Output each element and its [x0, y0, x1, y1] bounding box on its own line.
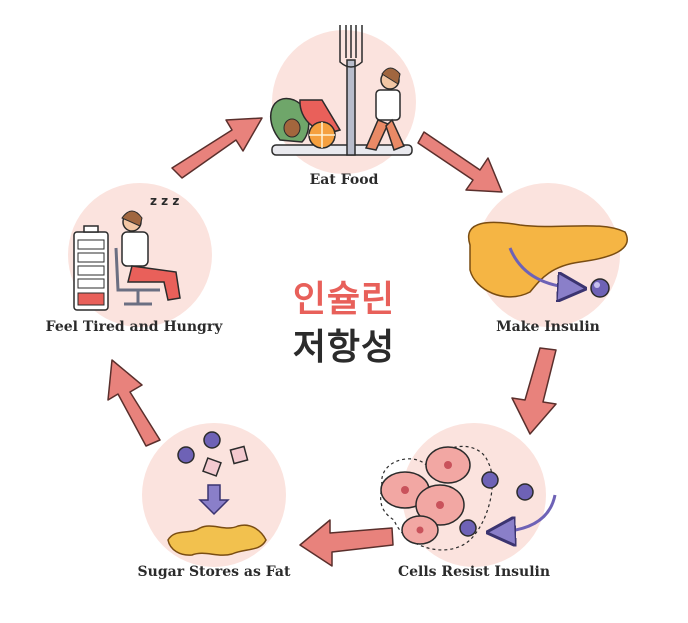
node-label-sugar-stores-as-fat: Sugar Stores as Fat [137, 564, 291, 580]
sugar-molecule [177, 446, 195, 464]
feel-tired-illustration: z z z [73, 194, 181, 311]
title-line-2: 저항성 [292, 327, 396, 368]
arrow-insulin-to-resist [511, 347, 557, 435]
fat-deposit [167, 524, 267, 556]
arrow-tired-to-eat [171, 117, 263, 179]
chair [114, 247, 160, 306]
pancreas [467, 221, 628, 298]
sleep-zzz: z z z [150, 194, 179, 208]
sugar-molecule [203, 431, 221, 449]
insulin-molecule [590, 278, 610, 298]
cycle-arrows [107, 117, 557, 567]
make-insulin-illustration [467, 221, 628, 298]
insulin-molecule [459, 519, 477, 537]
insulin-molecule [481, 471, 499, 489]
node-label-make-insulin: Make Insulin [496, 319, 600, 335]
arrow-store-to-tired [107, 359, 161, 447]
node-label-eat-food: Eat Food [309, 172, 379, 188]
arrow-resist-to-store [299, 519, 394, 567]
plate [271, 144, 413, 156]
fork-icon [346, 59, 356, 156]
eat-food-illustration [269, 25, 413, 156]
node-label-feel-tired-and-hungry: Feel Tired and Hungry [45, 319, 223, 335]
node-label-cells-resist-insulin: Cells Resist Insulin [397, 564, 551, 580]
insulin-molecule [516, 483, 534, 501]
down-arrow-icon [198, 484, 230, 516]
sugar-cube [229, 445, 249, 465]
arrow-eat-to-insulin [417, 131, 503, 193]
title-line-1: 인슐린 [292, 279, 396, 320]
sugar-stores-illustration [167, 431, 267, 556]
cells-resist-illustration [380, 445, 557, 551]
sugar-cube [202, 457, 222, 477]
